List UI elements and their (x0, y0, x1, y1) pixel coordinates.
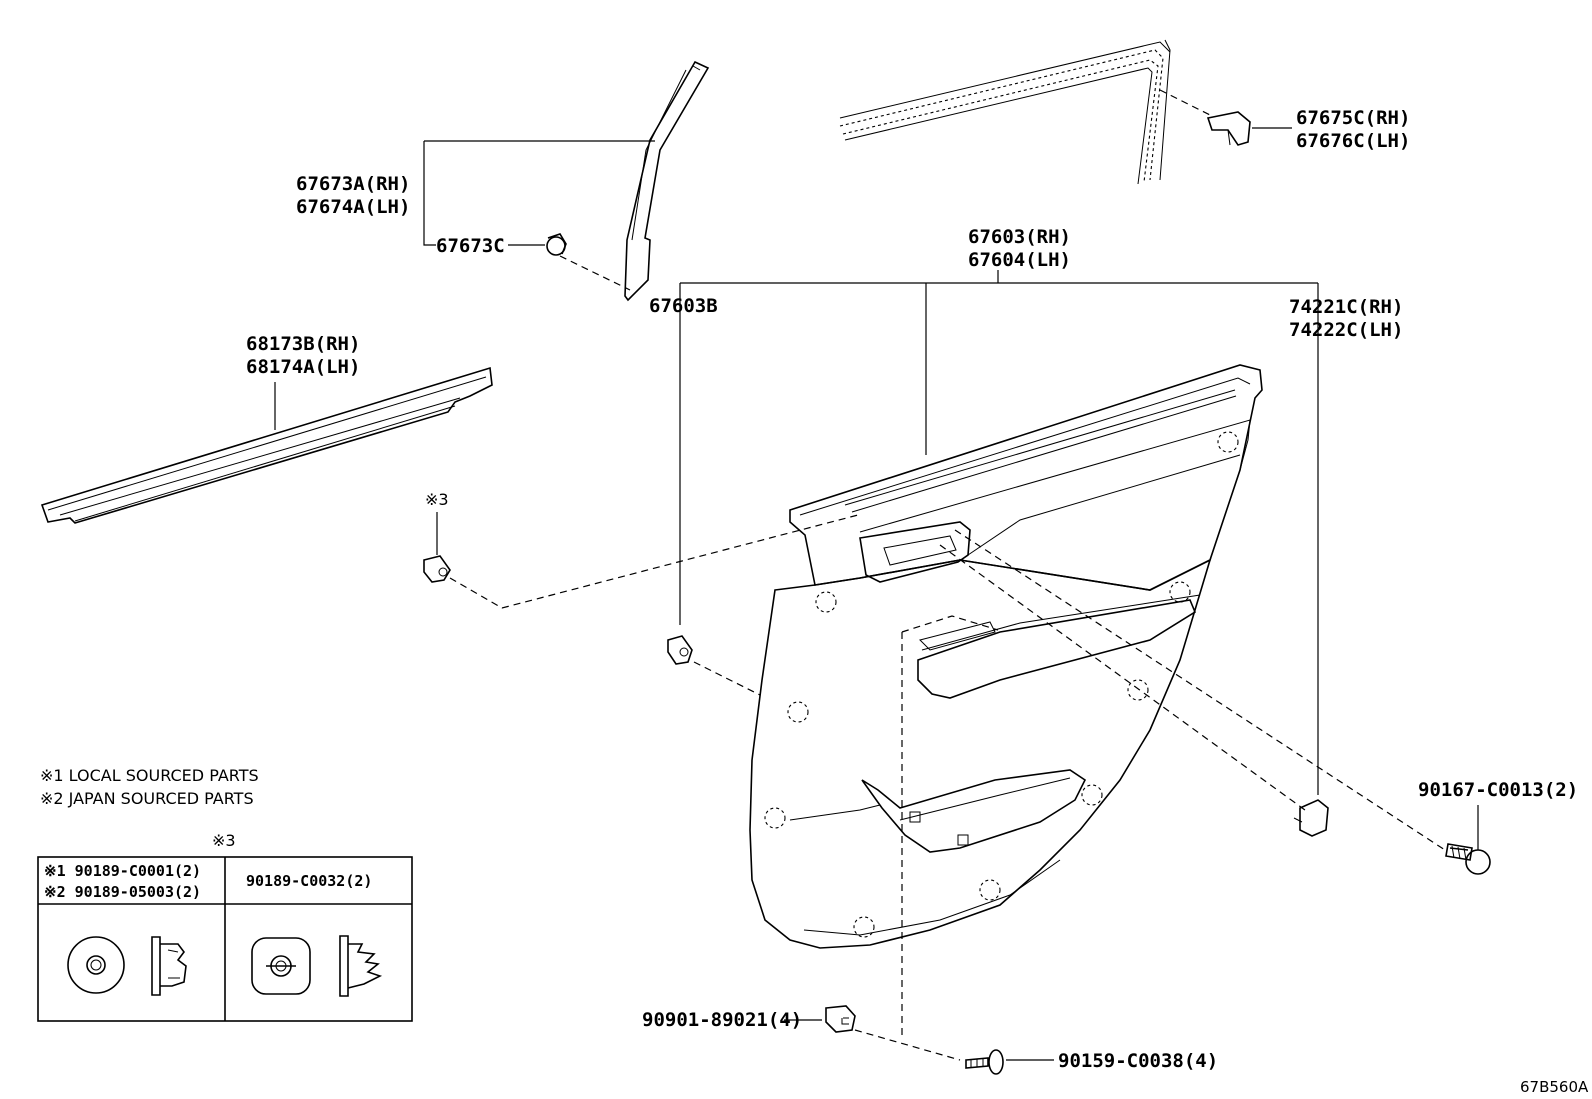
label-90167: 90167-C0013(2) (1418, 779, 1578, 801)
label-67673C: 67673C (436, 235, 505, 257)
diagram-reference-code: 67B560A (1520, 1078, 1589, 1096)
label-68173B-rh: 68173B(RH) (246, 333, 360, 355)
clip-table-c0001: ※1 90189-C0001(2) (44, 862, 201, 880)
label-74222C-lh: 74222C(LH) (1289, 319, 1403, 341)
cover-74221C-part (1293, 799, 1329, 837)
label-68174A-lh: 68174A(LH) (246, 356, 360, 378)
clip-table: ※3 ※1 90189-C0001(2) ※2 90189-05003(2) 9… (37, 831, 413, 1022)
pillar-garnish-part (624, 60, 710, 302)
label-90901: 90901-89021(4) (642, 1009, 802, 1031)
label-67675C-rh: 67675C(RH) (1296, 107, 1410, 129)
note-japan-sourced: ※2 JAPAN SOURCED PARTS (40, 789, 254, 808)
clip-round-side-icon (151, 936, 187, 996)
clip-square-side-icon (339, 935, 383, 997)
clip-mark3-dash (449, 514, 859, 609)
screw-90159-part (965, 1049, 1004, 1075)
clip-positions (764, 431, 1239, 938)
label-67603-rh: 67603(RH) (968, 226, 1071, 248)
pillar-clip-part (546, 233, 567, 256)
clip-square-icon (251, 937, 311, 995)
label-74221C-rh: 74221C(RH) (1289, 296, 1403, 318)
retainer-dash (854, 1029, 961, 1061)
label-67604-lh: 67604(LH) (968, 249, 1071, 271)
label-67603B: 67603B (649, 295, 718, 317)
frame-clip-part (1206, 111, 1251, 146)
clip-round-icon (67, 936, 125, 994)
label-67674A-lh: 67674A(LH) (296, 196, 410, 218)
belt-moulding-part (40, 366, 493, 524)
clip-67603B-dash (693, 661, 761, 696)
door-trim-board-part (749, 364, 1263, 949)
label-67676C-lh: 67676C(LH) (1296, 130, 1410, 152)
clip-table-05003: ※2 90189-05003(2) (44, 883, 201, 901)
pillar-clip-dash (559, 255, 631, 291)
frame-clip-dash (1159, 89, 1211, 116)
screw-90167-dash (954, 529, 1446, 851)
cover-dash (939, 544, 1306, 811)
clip-table-c0032: 90189-C0032(2) (246, 872, 372, 890)
retainer-90901-part (825, 1005, 856, 1033)
note-local-sourced: ※1 LOCAL SOURCED PARTS (40, 766, 259, 785)
label-mark3: ※3 (425, 490, 449, 509)
clip-mark3-part (423, 555, 451, 583)
clip-table-title: ※3 (212, 831, 236, 850)
clip-67603B-part (667, 635, 693, 665)
label-67673A-rh: 67673A(RH) (296, 173, 410, 195)
screw-90167-part (1445, 843, 1491, 875)
trim-inner-dash (901, 615, 999, 633)
bracket-67673A (423, 141, 436, 246)
window-frame-part (839, 39, 1171, 185)
label-90159: 90159-C0038(4) (1058, 1050, 1218, 1072)
